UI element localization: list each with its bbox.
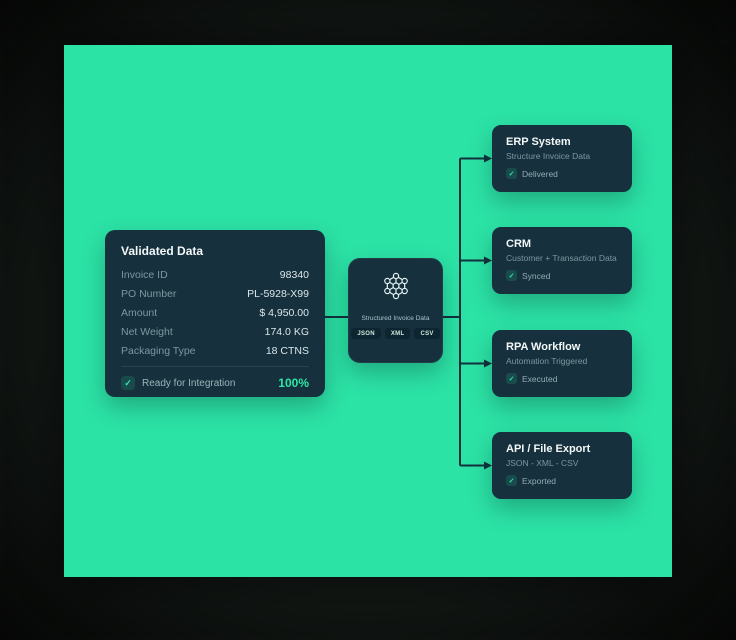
target-subtitle: Structure Invoice Data <box>506 151 591 161</box>
check-icon: ✓ <box>506 270 517 281</box>
ready-label: Ready for Integration <box>142 377 236 389</box>
divider <box>121 366 309 367</box>
row-value: 98340 <box>279 269 309 281</box>
row-value: PL-5928-X99 <box>247 288 309 300</box>
target-subtitle: JSON - XML - CSV <box>506 458 579 468</box>
target-status-row: ✓ Exported <box>506 475 618 486</box>
target-subtitle: Automation Triggered <box>506 356 588 366</box>
validation-percent: 100% <box>278 376 309 390</box>
data-row-net-weight: Net Weight 174.0 KG <box>121 326 309 338</box>
row-label: PO Number <box>121 288 177 300</box>
target-card-erp: ERP System Structure Invoice Data ✓ Deli… <box>492 125 632 192</box>
target-status-row: ✓ Executed <box>506 373 618 384</box>
data-row-packaging-type: Packaging Type 18 CTNS <box>121 345 309 357</box>
data-row-invoice-id: Invoice ID 98340 <box>121 269 309 281</box>
target-card-crm: CRM Customer + Transaction Data ✓ Synced <box>492 227 632 294</box>
row-value: $ 4,950.00 <box>259 307 309 319</box>
check-icon: ✓ <box>506 373 517 384</box>
row-value: 18 CTNS <box>265 345 309 357</box>
status-text: Executed <box>522 373 558 384</box>
validated-card-title: Validated Data <box>121 244 204 258</box>
target-card-api-export: API / File Export JSON - XML - CSV ✓ Exp… <box>492 432 632 499</box>
row-label: Net Weight <box>121 326 173 338</box>
structured-data-hub-card: Structured Invoice Data JSON XML CSV <box>348 258 443 363</box>
format-badge-json: JSON <box>351 328 381 339</box>
format-badges: JSON XML CSV <box>351 328 440 339</box>
ready-status-row: ✓ Ready for Integration 100% <box>121 376 309 390</box>
format-badge-csv: CSV <box>414 328 440 339</box>
target-subtitle: Customer + Transaction Data <box>506 253 617 263</box>
row-value: 174.0 KG <box>264 326 309 338</box>
check-icon: ✓ <box>506 475 517 486</box>
target-title: ERP System <box>506 136 571 148</box>
status-text: Delivered <box>522 168 558 179</box>
network-hexagon-icon <box>378 269 414 310</box>
data-row-po-number: PO Number PL-5928-X99 <box>121 288 309 300</box>
target-title: RPA Workflow <box>506 341 581 353</box>
target-title: API / File Export <box>506 443 591 455</box>
row-label: Invoice ID <box>121 269 168 281</box>
format-badge-xml: XML <box>384 328 411 339</box>
validated-data-card: Validated Data Invoice ID 98340 PO Numbe… <box>105 230 325 397</box>
target-status-row: ✓ Synced <box>506 270 618 281</box>
row-label: Packaging Type <box>121 345 196 357</box>
check-icon: ✓ <box>506 168 517 179</box>
target-status-row: ✓ Delivered <box>506 168 618 179</box>
row-label: Amount <box>121 307 158 319</box>
diagram-canvas: Validated Data Invoice ID 98340 PO Numbe… <box>64 45 672 577</box>
arrowhead-icon <box>484 154 492 470</box>
data-row-amount: Amount $ 4,950.00 <box>121 307 309 319</box>
target-card-rpa: RPA Workflow Automation Triggered ✓ Exec… <box>492 330 632 397</box>
check-icon: ✓ <box>121 376 135 390</box>
hub-label: Structured Invoice Data <box>361 315 430 322</box>
status-text: Exported <box>522 475 557 486</box>
target-title: CRM <box>506 238 532 250</box>
status-text: Synced <box>522 270 551 281</box>
